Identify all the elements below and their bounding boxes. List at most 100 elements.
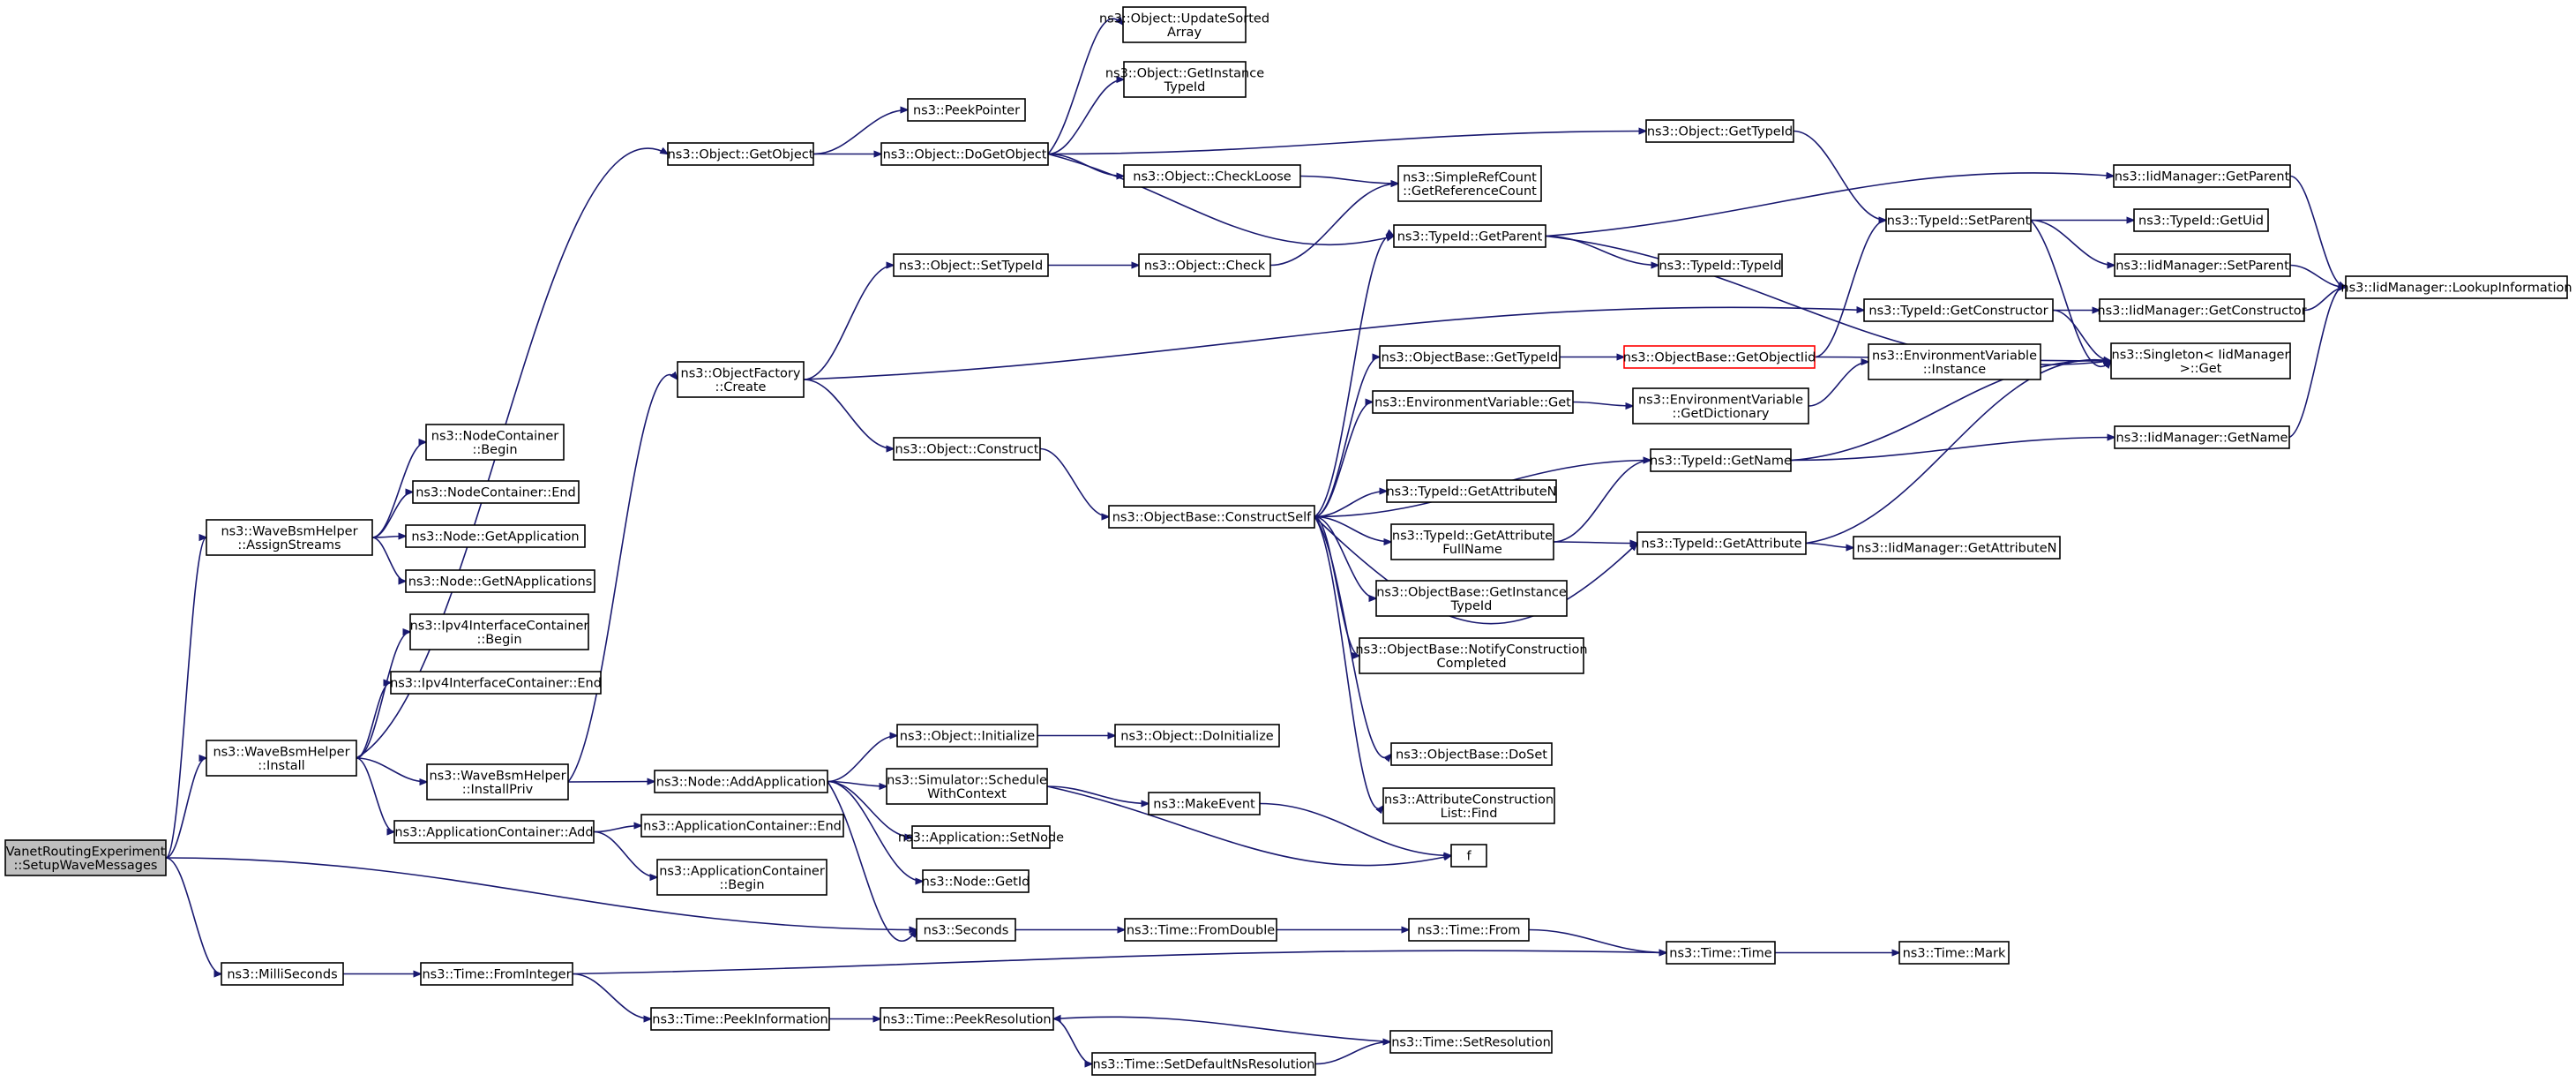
- node-peekres[interactable]: ns3::Time::PeekResolution: [880, 1007, 1054, 1031]
- node-f[interactable]: f: [1450, 844, 1487, 868]
- node-iid-getparent[interactable]: ns3::IidManager::GetParent: [2113, 164, 2291, 188]
- node-tid-typeid[interactable]: ns3::TypeId::TypeId: [1658, 253, 1783, 277]
- node-tid-getattrn[interactable]: ns3::TypeId::GetAttributeN: [1386, 479, 1557, 503]
- node-dogetobject[interactable]: ns3::Object::DoGetObject: [880, 142, 1049, 166]
- node-timefrom[interactable]: ns3::Time::From: [1408, 918, 1530, 942]
- edge-line: [1805, 360, 2111, 545]
- node-appc-begin[interactable]: ns3::ApplicationContainer::Begin: [656, 859, 827, 896]
- node-fromint[interactable]: ns3::Time::FromInteger: [420, 962, 573, 986]
- node-ob-doset[interactable]: ns3::ObjectBase::DoSet: [1390, 742, 1553, 766]
- node-env-instance[interactable]: ns3::EnvironmentVariable::Instance: [1868, 343, 2041, 380]
- node-iid-getname[interactable]: ns3::IidManager::GetName: [2114, 425, 2290, 449]
- node-peekinfo[interactable]: ns3::Time::PeekInformation: [650, 1007, 830, 1031]
- node-objcheck[interactable]: ns3::Object::Check: [1138, 253, 1271, 277]
- node-node-getnapp[interactable]: ns3::Node::GetNApplications: [405, 569, 595, 593]
- node-objfactory[interactable]: ns3::ObjectFactory::Create: [677, 361, 805, 398]
- edge-setdefres-to-setres: [1314, 1042, 1390, 1065]
- node-ipv4-end[interactable]: ns3::Ipv4InterfaceContainer::End: [390, 671, 602, 695]
- node-installpriv[interactable]: ns3::WaveBsmHelper::InstallPriv: [426, 763, 569, 800]
- node-simplerefcount[interactable]: ns3::SimpleRefCount::GetReferenceCount: [1397, 165, 1542, 202]
- node-appc-end[interactable]: ns3::ApplicationContainer::End: [640, 814, 844, 838]
- node-ob-getobjtid[interactable]: ns3::ObjectBase::GetObjectIid: [1623, 345, 1816, 369]
- node-assign[interactable]: ns3::WaveBsmHelper::AssignStreams: [206, 519, 373, 556]
- node-label: ns3::Time::SetDefaultNsResolution: [1093, 1058, 1315, 1072]
- edge-objfactory-to-settypeid: [803, 266, 894, 380]
- node-tid-getattr[interactable]: ns3::TypeId::GetAttribute: [1636, 531, 1807, 555]
- node-addapp[interactable]: ns3::Node::AddApplication: [654, 770, 828, 793]
- node-label: ns3::EnvironmentVariable::Get: [1374, 396, 1571, 410]
- node-fromdouble[interactable]: ns3::Time::FromDouble: [1124, 918, 1277, 942]
- node-tid-getctor[interactable]: ns3::TypeId::GetConstructor: [1863, 298, 2054, 322]
- edge-line: [356, 757, 394, 832]
- node-objconstruct[interactable]: ns3::Object::Construct: [893, 437, 1041, 461]
- node-nodegetid[interactable]: ns3::Node::GetId: [922, 869, 1030, 893]
- node-peekpointer[interactable]: ns3::PeekPointer: [907, 98, 1026, 122]
- node-label: ns3::TypeId::GetUid: [2138, 214, 2264, 229]
- node-iid-lookup[interactable]: ns3::IidManager::LookupInformation: [2340, 275, 2572, 299]
- edge-constructself-to-tid-getparent: [1314, 236, 1394, 518]
- node-label: ns3::TypeId::GetParent: [1397, 230, 1543, 244]
- node-objinit[interactable]: ns3::Object::Initialize: [896, 724, 1038, 748]
- node-node-getapp[interactable]: ns3::Node::GetApplication: [405, 524, 586, 548]
- node-tid-getuid[interactable]: ns3::TypeId::GetUid: [2133, 208, 2269, 232]
- node-ob-gettypeid[interactable]: ns3::ObjectBase::GetTypeId: [1379, 345, 1561, 369]
- node-checkloose[interactable]: ns3::Object::CheckLoose: [1123, 164, 1301, 188]
- node-label: ::InstallPriv: [462, 783, 534, 797]
- node-setup[interactable]: VanetRoutingExperiment::SetupWaveMessage…: [4, 839, 167, 876]
- node-label: ns3::Time::PeekResolution: [882, 1013, 1051, 1027]
- node-tid-setparent[interactable]: ns3::TypeId::SetParent: [1885, 208, 2032, 232]
- node-label: ns3::ObjectBase::ConstructSelf: [1112, 511, 1312, 525]
- node-box: [420, 962, 573, 986]
- node-label: ns3::TypeId::GetConstructor: [1868, 304, 2048, 319]
- node-label: ::Install: [258, 759, 304, 773]
- node-setres[interactable]: ns3::Time::SetResolution: [1389, 1030, 1553, 1054]
- node-getobject[interactable]: ns3::Object::GetObject: [667, 142, 814, 166]
- node-nc-end[interactable]: ns3::NodeContainer::End: [412, 480, 580, 504]
- node-settypeid[interactable]: ns3::Object::SetTypeId: [893, 253, 1049, 277]
- node-iid-getctor[interactable]: ns3::IidManager::GetConstructor: [2097, 298, 2307, 322]
- edge-makeevent-to-f: [1259, 802, 1451, 856]
- node-setdefres[interactable]: ns3::Time::SetDefaultNsResolution: [1091, 1052, 1316, 1076]
- node-install[interactable]: ns3::WaveBsmHelper::Install: [206, 740, 357, 777]
- node-label: ns3::AttributeConstruction: [1384, 793, 1554, 807]
- node-appsetnode[interactable]: ns3::Application::SetNode: [898, 825, 1064, 849]
- node-nc-begin[interactable]: ns3::NodeContainer::Begin: [425, 424, 565, 461]
- node-seconds[interactable]: ns3::Seconds: [916, 918, 1016, 942]
- node-milli[interactable]: ns3::MilliSeconds: [221, 962, 344, 986]
- node-timetime[interactable]: ns3::Time::Time: [1666, 941, 1776, 965]
- node-label: ns3::ObjectBase::GetInstance: [1376, 585, 1567, 599]
- node-iid-setparent[interactable]: ns3::IidManager::SetParent: [2114, 253, 2291, 277]
- node-label: ns3::NodeContainer::End: [416, 486, 576, 500]
- edge-tid-setparent-to-singleton: [2030, 219, 2111, 367]
- edge-line: [1805, 542, 1853, 548]
- node-doinit[interactable]: ns3::Object::DoInitialize: [1114, 724, 1280, 748]
- node-timemark[interactable]: ns3::Time::Mark: [1898, 941, 2010, 965]
- edge-tid-getname-to-singleton: [1790, 360, 2111, 462]
- node-iid-getattrn[interactable]: ns3::IidManager::GetAttributeN: [1853, 536, 2061, 560]
- node-env-dict[interactable]: ns3::EnvironmentVariable::GetDictionary: [1632, 387, 1809, 425]
- edge-objfactory-to-tid-getctor: [803, 307, 1864, 380]
- edge-line: [803, 379, 894, 449]
- node-obj-gettypeid[interactable]: ns3::Object::GetTypeId: [1645, 119, 1794, 143]
- node-appc-add[interactable]: ns3::ApplicationContainer::Add: [393, 820, 595, 844]
- node-singleton[interactable]: ns3::Singleton< IidManager>::Get: [2110, 342, 2291, 379]
- node-makeevent[interactable]: ns3::MakeEvent: [1148, 792, 1261, 815]
- edge-tid-getattr-to-singleton: [1805, 360, 2111, 545]
- node-env-get[interactable]: ns3::EnvironmentVariable::Get: [1372, 390, 1574, 414]
- node-tid-getname[interactable]: ns3::TypeId::GetName: [1650, 448, 1792, 472]
- node-ob-notify[interactable]: ns3::ObjectBase::NotifyConstructionCompl…: [1355, 637, 1588, 674]
- node-label: ::GetReferenceCount: [1403, 184, 1537, 199]
- node-tid-getparent[interactable]: ns3::TypeId::GetParent: [1393, 224, 1546, 248]
- edge-line: [2030, 219, 2115, 266]
- node-label: ns3::IidManager::GetAttributeN: [1856, 542, 2056, 556]
- node-box: [221, 962, 344, 986]
- node-constructself[interactable]: ns3::ObjectBase::ConstructSelf: [1108, 505, 1315, 529]
- node-ipv4-begin[interactable]: ns3::Ipv4InterfaceContainer::Begin: [409, 613, 589, 650]
- edge-constructself-to-ob-gettypeid: [1314, 357, 1380, 518]
